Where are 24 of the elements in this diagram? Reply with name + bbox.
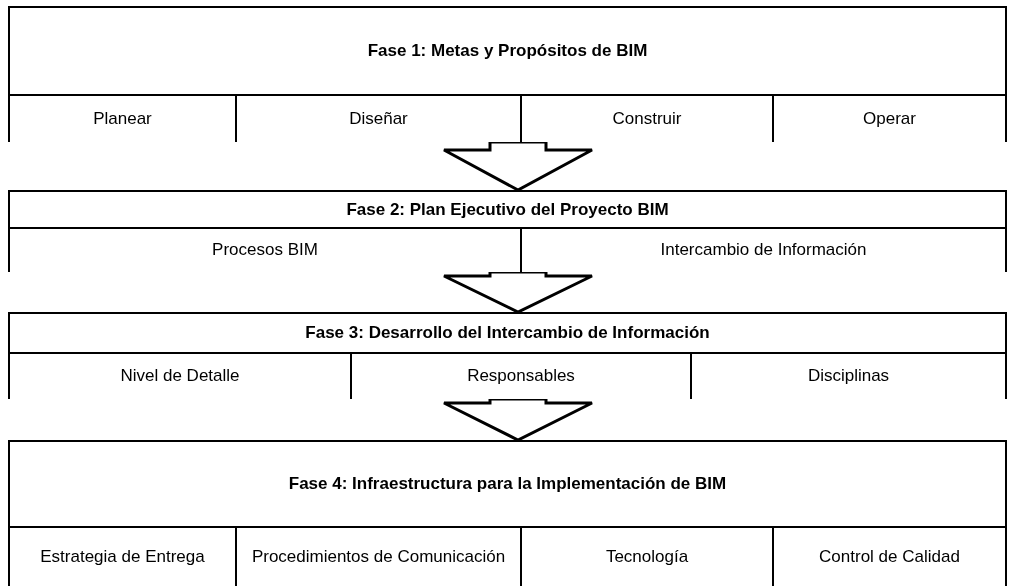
phase-heading: Fase 3: Desarrollo del Intercambio de Información (304, 323, 711, 343)
phase-cell: Planear (10, 94, 235, 142)
phase-heading: Fase 2: Plan Ejecutivo del Proyecto BIM (345, 199, 670, 220)
phase-heading: Fase 4: Infraestructura para la Implementación de BIM (287, 474, 728, 494)
phase-cell: Procesos BIM (10, 227, 520, 272)
phase-box (8, 190, 1007, 272)
phase-cell: Responsables (350, 352, 690, 399)
phase-box (8, 440, 1007, 586)
block-arrow (442, 140, 594, 192)
phase-cell: Construir (520, 94, 772, 142)
block-arrow (442, 397, 594, 442)
phase-cell: Tecnología (520, 526, 772, 586)
phase-cell: Disciplinas (690, 352, 1005, 399)
phase-cell: Control de Calidad (772, 526, 1005, 586)
phase-cell: Operar (772, 94, 1005, 142)
phase-cell: Diseñar (235, 94, 520, 142)
phase-cell: Nivel de Detalle (10, 352, 350, 399)
phase-heading: Fase 1: Metas y Propósitos de BIM (366, 41, 649, 61)
phase-cell: Procedimientos de Comunicación (235, 526, 520, 586)
block-arrow (442, 270, 594, 314)
phase-cell: Intercambio de Información (520, 227, 1005, 272)
phase-cell: Estrategia de Entrega (10, 526, 235, 586)
phase-box (8, 312, 1007, 399)
phase-box (8, 6, 1007, 142)
